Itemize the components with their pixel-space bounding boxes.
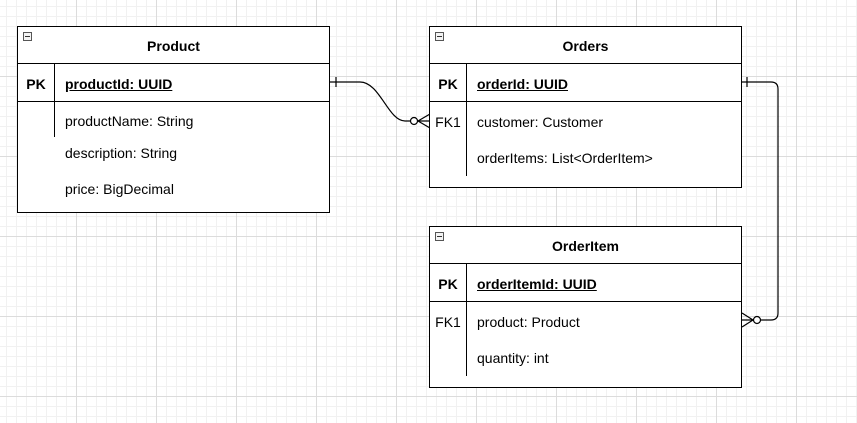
- pk-field: orderId: UUID: [477, 76, 568, 92]
- collapse-icon[interactable]: [435, 32, 444, 41]
- entity-title: Orders: [562, 38, 609, 54]
- attribute-field: quantity: int: [477, 350, 549, 366]
- primary-key-row: PK orderItemId: UUID: [430, 264, 741, 302]
- crowfoot-marker: [741, 312, 755, 328]
- pk-field: orderItemId: UUID: [477, 276, 597, 292]
- attribute-field: price: BigDecimal: [65, 181, 174, 197]
- zero-marker: [409, 116, 419, 126]
- entity-title: Product: [147, 38, 200, 54]
- entity-header: OrderItem: [430, 227, 741, 264]
- relationship-orders-orderitem[interactable]: [741, 77, 779, 328]
- primary-key-row: PK orderId: UUID: [430, 64, 741, 102]
- attribute-field: orderItems: List<OrderItem>: [477, 150, 653, 166]
- pk-field: productId: UUID: [65, 76, 173, 92]
- attribute-field: customer: Customer: [477, 114, 604, 130]
- key-column-divider: [466, 64, 467, 176]
- collapse-icon[interactable]: [435, 232, 444, 241]
- collapse-icon[interactable]: [23, 32, 32, 41]
- entity-header: Orders: [430, 27, 741, 64]
- entity-orders[interactable]: Orders PK orderId: UUID FK1 customer: Cu…: [429, 26, 742, 188]
- crowfoot-marker: [416, 113, 431, 129]
- pk-label: PK: [438, 76, 458, 92]
- key-column-divider: [466, 264, 467, 376]
- key-column-divider: [54, 64, 55, 137]
- entity-product[interactable]: Product PK productId: UUID productName: …: [17, 26, 330, 213]
- fk-label: FK1: [435, 314, 461, 330]
- pk-label: PK: [438, 276, 458, 292]
- primary-key-row: PK productId: UUID: [18, 64, 329, 102]
- fk-label: FK1: [435, 114, 461, 130]
- attribute-field: description: String: [65, 145, 178, 161]
- pk-label: PK: [26, 76, 46, 92]
- entity-header: Product: [18, 27, 329, 64]
- entity-title: OrderItem: [552, 238, 619, 254]
- zero-marker: [752, 315, 762, 325]
- relationship-product-orders[interactable]: [330, 77, 431, 129]
- entity-orderitem[interactable]: OrderItem PK orderItemId: UUID FK1 produ…: [429, 226, 742, 388]
- attribute-field: product: Product: [477, 314, 580, 330]
- attribute-field: productName: String: [65, 113, 194, 129]
